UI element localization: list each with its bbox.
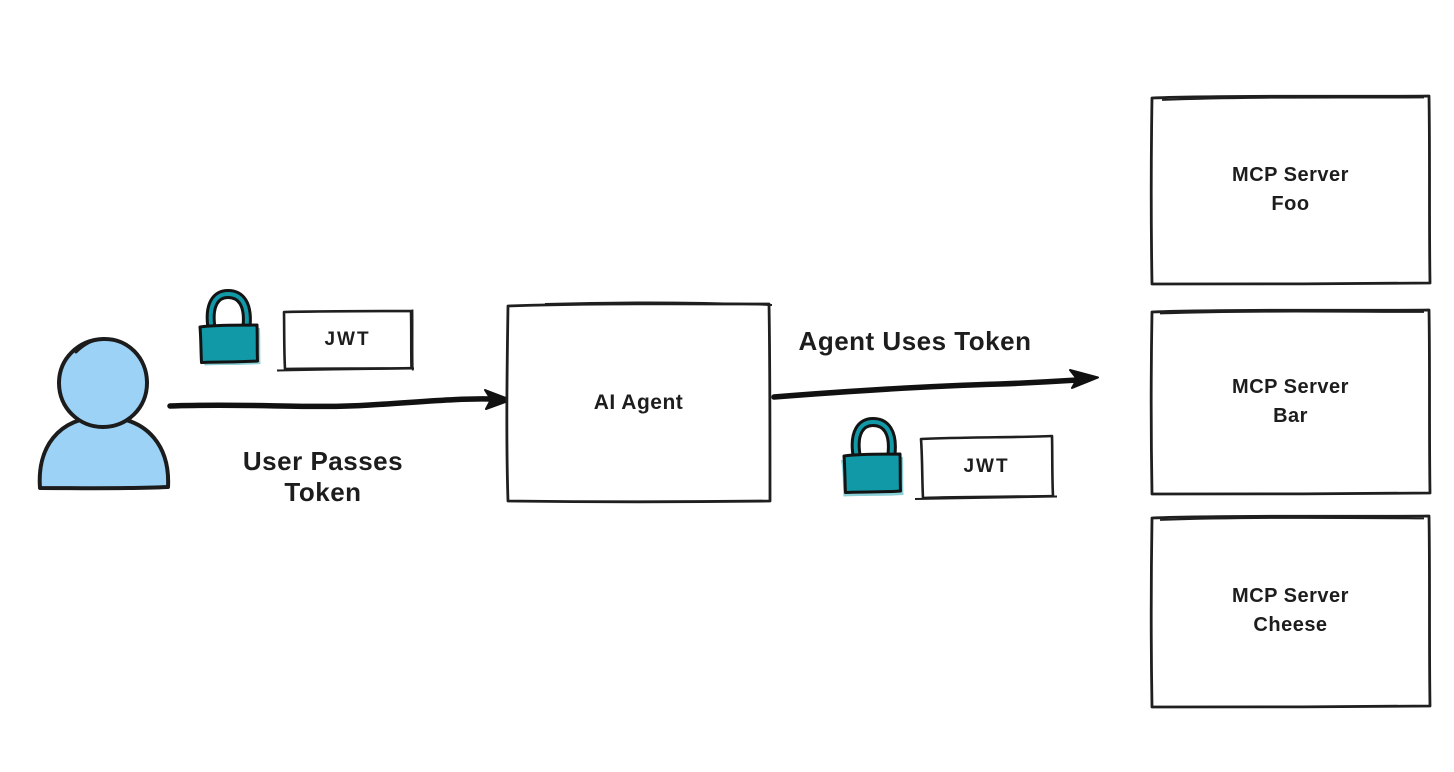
mcp-server-foo-box-border	[1149, 94, 1432, 286]
arrow-user-to-agent	[167, 389, 512, 410]
lock-icon	[198, 289, 261, 366]
mcp-server-cheese-box-border	[1149, 514, 1432, 709]
arrow-agent-to-servers	[771, 369, 1099, 400]
mcp-server-bar-box-border	[1149, 308, 1432, 496]
lock-icon	[841, 417, 904, 497]
jwt-box-left-border	[276, 309, 415, 372]
ai-agent-box-border	[505, 301, 773, 504]
user-icon	[37, 336, 171, 491]
jwt-box-right-border	[914, 434, 1058, 500]
